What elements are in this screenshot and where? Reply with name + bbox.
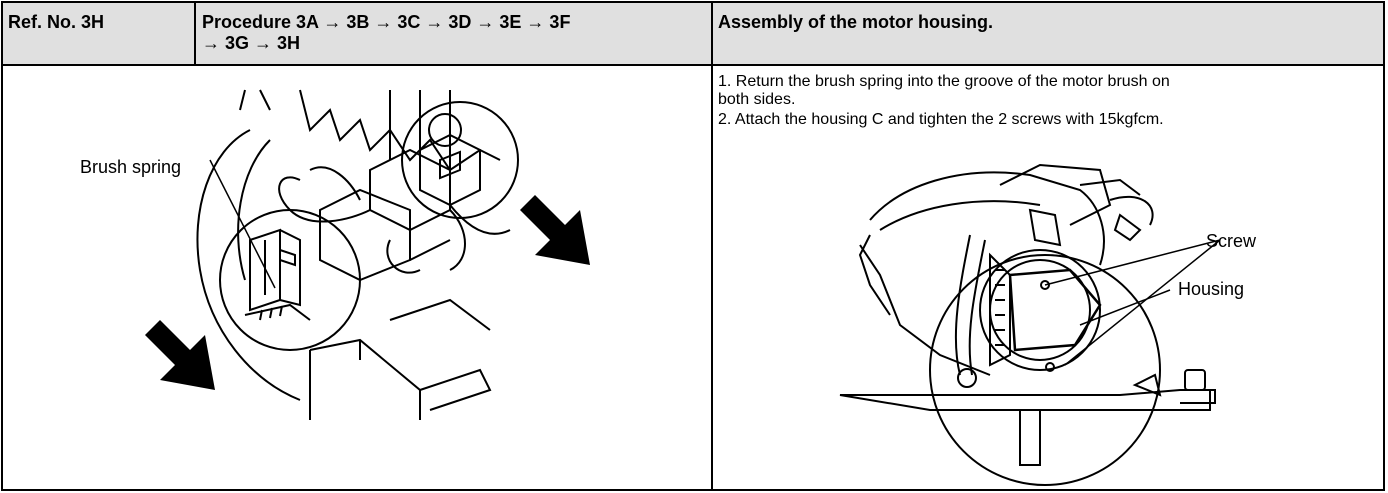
header-row: [1, 1, 1385, 65]
brush-spring-illustration: [145, 89, 590, 420]
housing-label: Housing: [1178, 279, 1245, 299]
col-divider-1: [194, 1, 196, 65]
step-1-line1: 1. Return the brush spring into the groo…: [718, 73, 1170, 90]
step-2: 2. Attach the housing C and tighten the …: [718, 111, 1164, 128]
col-divider-2: [711, 1, 713, 491]
saw-housing-illustration: [839, 163, 1221, 486]
section-title: Assembly of the motor housing.: [718, 12, 994, 32]
procedure-sequence-line2: → 3G → 3H: [202, 33, 301, 53]
brush-spring-label: Brush spring: [80, 157, 182, 177]
ref-number: Ref. No. 3H: [8, 12, 105, 32]
header-divider: [1, 64, 1385, 66]
procedure-sequence-line1: Procedure 3A → 3B → 3C → 3D → 3E → 3F: [202, 12, 571, 32]
screw-label: Screw: [1206, 231, 1257, 251]
step-1-line2: both sides.: [718, 91, 796, 108]
